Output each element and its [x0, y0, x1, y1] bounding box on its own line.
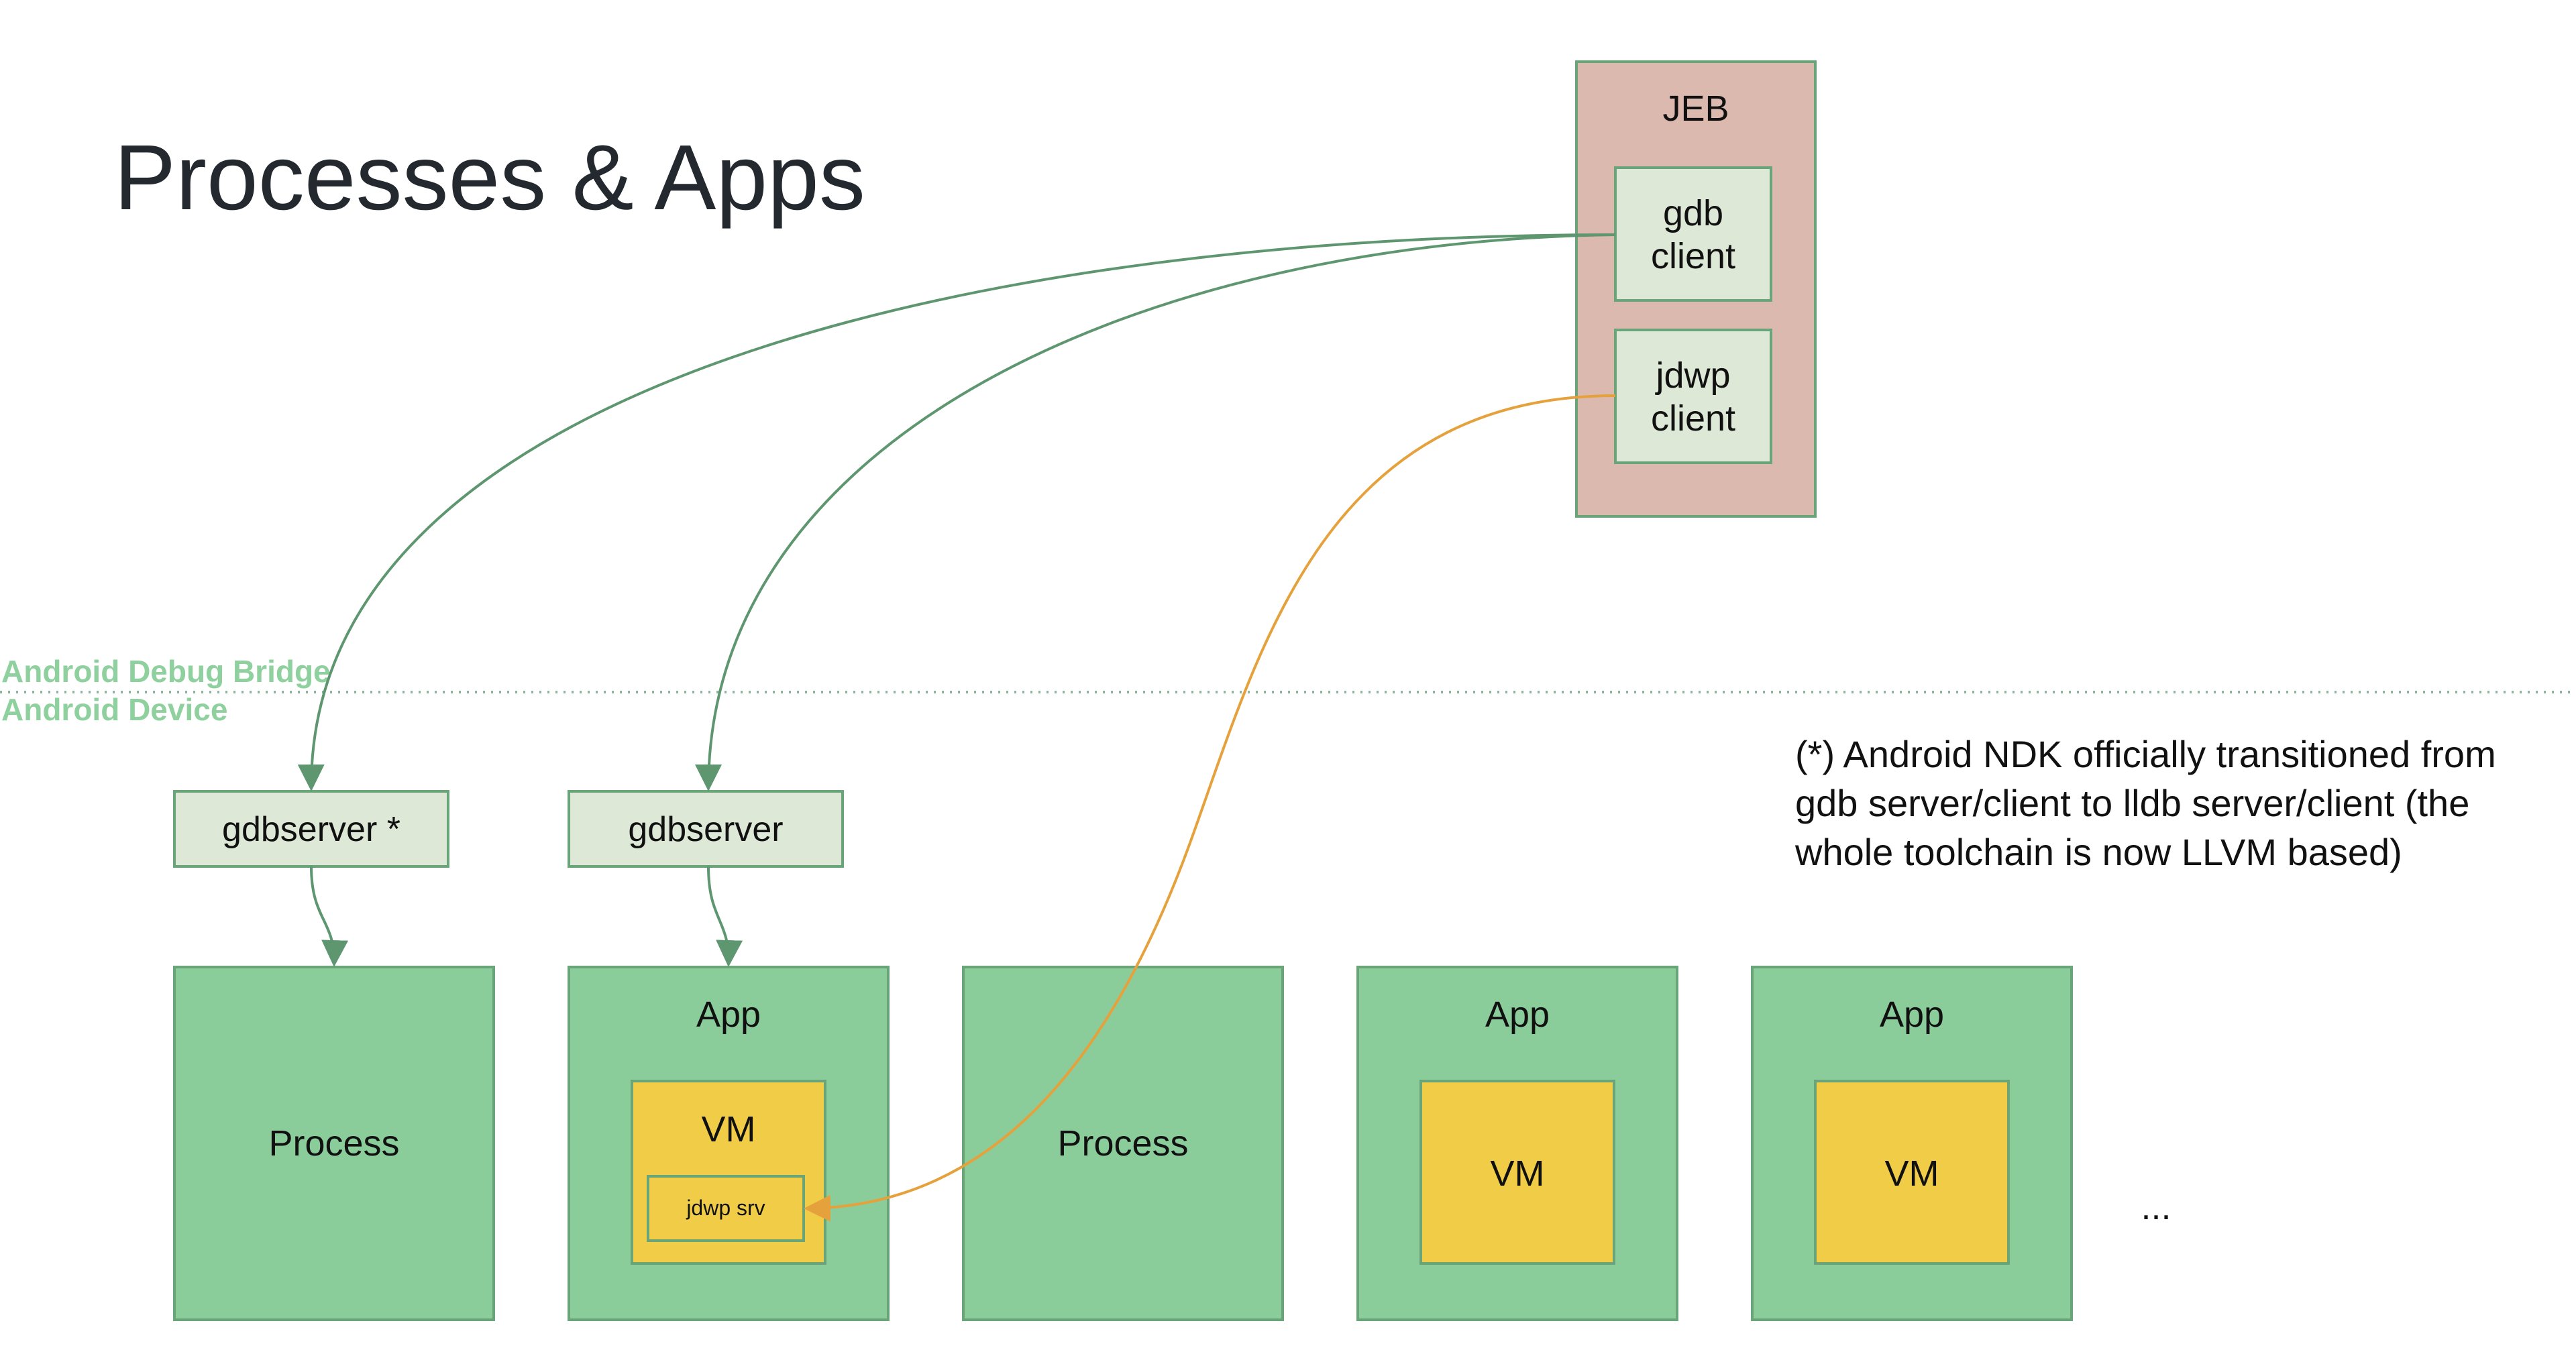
- jdwp-client-to-jdwp-srv-arrow: [804, 394, 1616, 1222]
- app-box-3: App VM: [1751, 966, 2073, 1321]
- app-box-1: App VM jdwp srv: [568, 966, 890, 1321]
- gdb-client-box: gdb client: [1614, 166, 1772, 302]
- divider-bottom-label: Android Device: [1, 692, 227, 727]
- note-line-3: whole toolchain is now LLVM based): [1794, 831, 2402, 873]
- note-line-2: gdb server/client to lldb server/client …: [1795, 782, 2469, 824]
- note-line-1: (*) Android NDK officially transitioned …: [1795, 733, 2496, 775]
- process-2-label: Process: [1057, 1123, 1188, 1164]
- jdwp-client-box: jdwp client: [1614, 329, 1772, 464]
- jdwp-client-label-line1: jdwp: [1654, 355, 1730, 396]
- jdwp-srv-box: [647, 1175, 805, 1242]
- gdbserver-star-box: gdbserver *: [173, 790, 449, 868]
- gdb-client-to-gdbserver-star-arrow: [297, 233, 1616, 791]
- process-box-2: Process: [962, 966, 1284, 1321]
- divider-top-label: Android Debug Bridge: [1, 654, 331, 689]
- gdb-client-label-line1: gdb: [1663, 193, 1723, 233]
- process-1-label: Process: [268, 1123, 399, 1164]
- jeb-label: JEB: [1662, 89, 1729, 129]
- gdbserver-box: gdbserver: [568, 790, 844, 868]
- gdbserver-to-app-arrow: [707, 866, 743, 967]
- app-1-label: App: [696, 995, 761, 1035]
- app-2-label: App: [1485, 995, 1550, 1035]
- gdbserver-star-label: gdbserver *: [222, 810, 400, 849]
- app-3-label: App: [1880, 995, 1944, 1035]
- gdb-client-to-gdbserver-arrow: [695, 233, 1616, 791]
- page-title: Processes & Apps: [114, 126, 865, 229]
- gdbserver-label: gdbserver: [628, 810, 783, 849]
- jdwp-srv-label: jdwp srv: [686, 1196, 765, 1220]
- vm-2-label: VM: [1491, 1153, 1545, 1194]
- vm-box-3: [1814, 1080, 2010, 1265]
- vm-1-label: VM: [702, 1109, 756, 1149]
- gdb-client-label-line2: client: [1651, 236, 1735, 276]
- gdbserver-star-to-process-arrow: [310, 866, 349, 967]
- more-ellipsis: ...: [2141, 1187, 2171, 1227]
- vm-box-2: [1419, 1080, 1615, 1265]
- app-box-2: App VM: [1356, 966, 1678, 1321]
- process-box-1: Process: [173, 966, 495, 1321]
- jdwp-client-label-line2: client: [1651, 398, 1735, 439]
- vm-3-label: VM: [1885, 1153, 1939, 1194]
